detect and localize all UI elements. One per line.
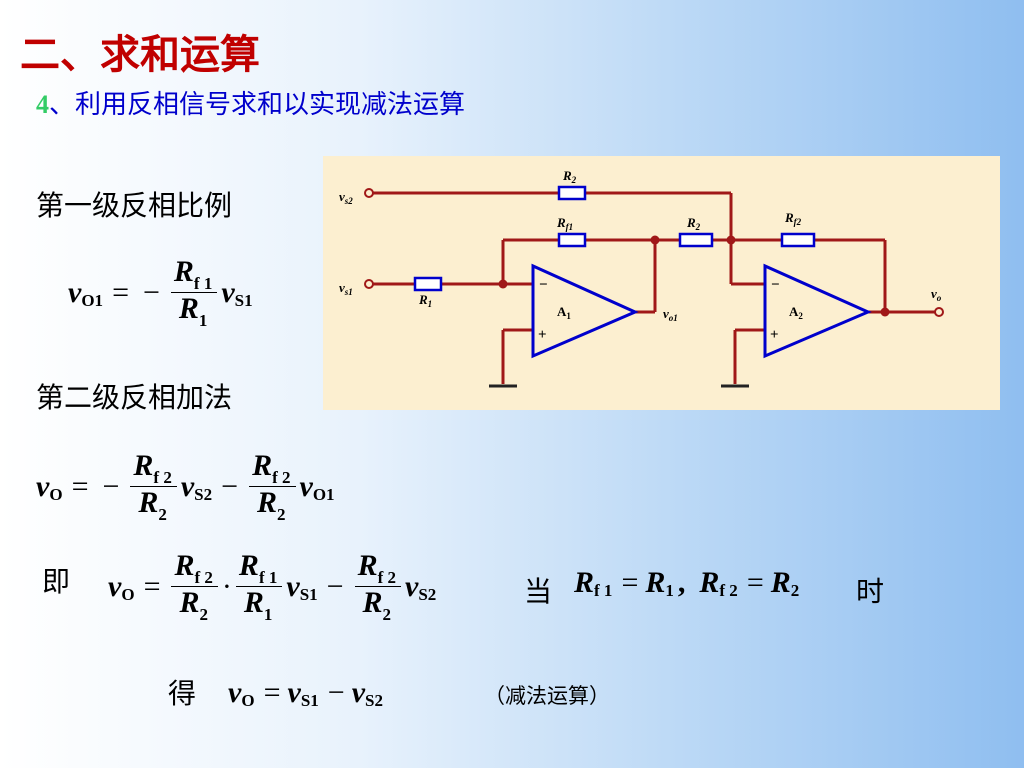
shi-label: 时 xyxy=(856,575,885,608)
label-a2: A2 xyxy=(789,304,803,321)
eq2-t1-var-sub: S2 xyxy=(194,484,213,504)
eq2-lhs: v xyxy=(36,469,50,503)
stage1-label: 第一级反相比例 xyxy=(36,189,233,222)
eq1-den-sub: 1 xyxy=(198,311,208,330)
eq2-t2-den: R xyxy=(257,486,278,519)
eq2-t2-var: v xyxy=(299,469,313,503)
a2-plus: + xyxy=(770,327,779,343)
cond-d: R xyxy=(770,566,791,599)
cond-a: R xyxy=(574,566,595,599)
result-b: v xyxy=(351,676,366,709)
ji-label: 即 xyxy=(42,565,71,598)
slide-title: 二、求和运算 xyxy=(20,32,260,78)
eq2-t1-var: v xyxy=(180,469,195,503)
result-a-sub: S1 xyxy=(300,691,319,710)
eq2-t2-var-sub: O1 xyxy=(312,484,335,504)
label-r2-mid: R2 xyxy=(686,215,701,232)
eq2-lhs-sub: O xyxy=(49,484,63,504)
eq1-num-sub: f 1 xyxy=(193,274,213,293)
label-vs1: vs1 xyxy=(339,280,353,297)
eq2-t2-den-sub: 2 xyxy=(277,505,286,524)
eq1-var-sub: S1 xyxy=(234,290,253,310)
result-a: v xyxy=(287,676,301,709)
a2-minus: − xyxy=(771,277,780,293)
result-lhs-sub: O xyxy=(241,691,255,710)
result-lhs: v xyxy=(228,676,242,709)
label-r1: R1 xyxy=(418,292,432,309)
subtraction-note: （减法运算） xyxy=(484,684,610,708)
eq2-t1-num: R xyxy=(133,449,154,482)
cond-d-sub: 2 xyxy=(790,581,800,600)
label-vo1: vo1 xyxy=(663,306,678,323)
eq1-lhs: v xyxy=(68,275,82,309)
eq1-lhs-sub: O1 xyxy=(81,290,104,310)
eq2-t1-den-sub: 2 xyxy=(158,505,167,524)
eq3-b-den-sub: 1 xyxy=(263,605,273,624)
label-rf2: Rf2 xyxy=(784,210,802,227)
eq3-a-den-sub: 2 xyxy=(199,605,208,624)
eq3-lhs: v xyxy=(108,569,122,603)
eq3-c-var-sub: S2 xyxy=(418,584,437,604)
cond-c-sub: f 2 xyxy=(719,581,738,600)
label-rf1: Rf1 xyxy=(556,215,573,232)
eq3-a-num: R xyxy=(174,549,195,582)
de-label: 得 xyxy=(168,677,197,710)
label-r2-top: R2 xyxy=(562,168,577,185)
eq3-c-num-sub: f 2 xyxy=(377,568,397,587)
eq2-t2-num-sub: f 2 xyxy=(272,468,291,487)
cond-c: R xyxy=(699,566,720,599)
eq3-b-num-sub: f 1 xyxy=(258,568,278,587)
label-vs2: vs2 xyxy=(339,189,353,206)
circuit-diagram: vs2 vs1 vo1 vo R2 Rf1 R2 Rf2 R1 A1 A2 − … xyxy=(323,156,1000,410)
eq2-fraction-2: Rf 2 R2 xyxy=(249,449,296,524)
cond-a-sub: f 1 xyxy=(594,581,613,600)
subtitle-text: 、利用反相信号求和以实现减法运算 xyxy=(49,90,466,120)
eq2-fraction-1: Rf 2 R2 xyxy=(130,449,177,524)
circuit-svg: vs2 vs1 vo1 vo R2 Rf1 R2 Rf2 R1 A1 A2 − … xyxy=(339,168,944,388)
result-b-sub: S2 xyxy=(365,691,383,710)
eq2-t2-num: R xyxy=(252,449,273,482)
cond-b-sub: 1 xyxy=(665,581,674,600)
eq3-b-var-sub: S1 xyxy=(299,584,318,604)
eq3-c-var: v xyxy=(405,569,419,603)
eq3-a-den: R xyxy=(179,586,200,619)
slide-subtitle: 4、利用反相信号求和以实现减法运算 xyxy=(36,84,465,121)
eq3-c-den-sub: 2 xyxy=(382,605,392,624)
stage2-label: 第二级反相加法 xyxy=(36,381,233,414)
subtitle-number: 4 xyxy=(36,90,49,119)
eq3-b-den: R xyxy=(243,586,264,619)
eq3-b-num: R xyxy=(238,549,259,582)
eq3-c-num: R xyxy=(357,549,378,582)
eq3-c-den: R xyxy=(362,586,383,619)
eq1-fraction: Rf 1 R1 xyxy=(170,255,218,330)
label-a1: A1 xyxy=(557,304,571,321)
eq3-fraction-c: Rf 2 R2 xyxy=(354,549,402,624)
label-vo: vo xyxy=(931,286,942,303)
eq3-fraction-a: Rf 2 R2 xyxy=(171,549,218,624)
eq1-num: R xyxy=(173,255,194,288)
eq1-var: v xyxy=(221,275,235,309)
dang-label: 当 xyxy=(524,575,553,608)
eq2-t1-num-sub: f 2 xyxy=(153,468,172,487)
cond-b: R xyxy=(645,566,666,599)
eq2-t1-den: R xyxy=(138,486,159,519)
eq3-a-num-sub: f 2 xyxy=(194,568,213,587)
a1-minus: − xyxy=(539,277,548,293)
eq3-lhs-sub: O xyxy=(121,584,135,604)
eq3-fraction-b: Rf 1 R1 xyxy=(235,549,283,624)
a1-plus: + xyxy=(538,327,547,343)
eq3-b-var: v xyxy=(286,569,300,603)
eq1-den: R xyxy=(178,292,199,325)
